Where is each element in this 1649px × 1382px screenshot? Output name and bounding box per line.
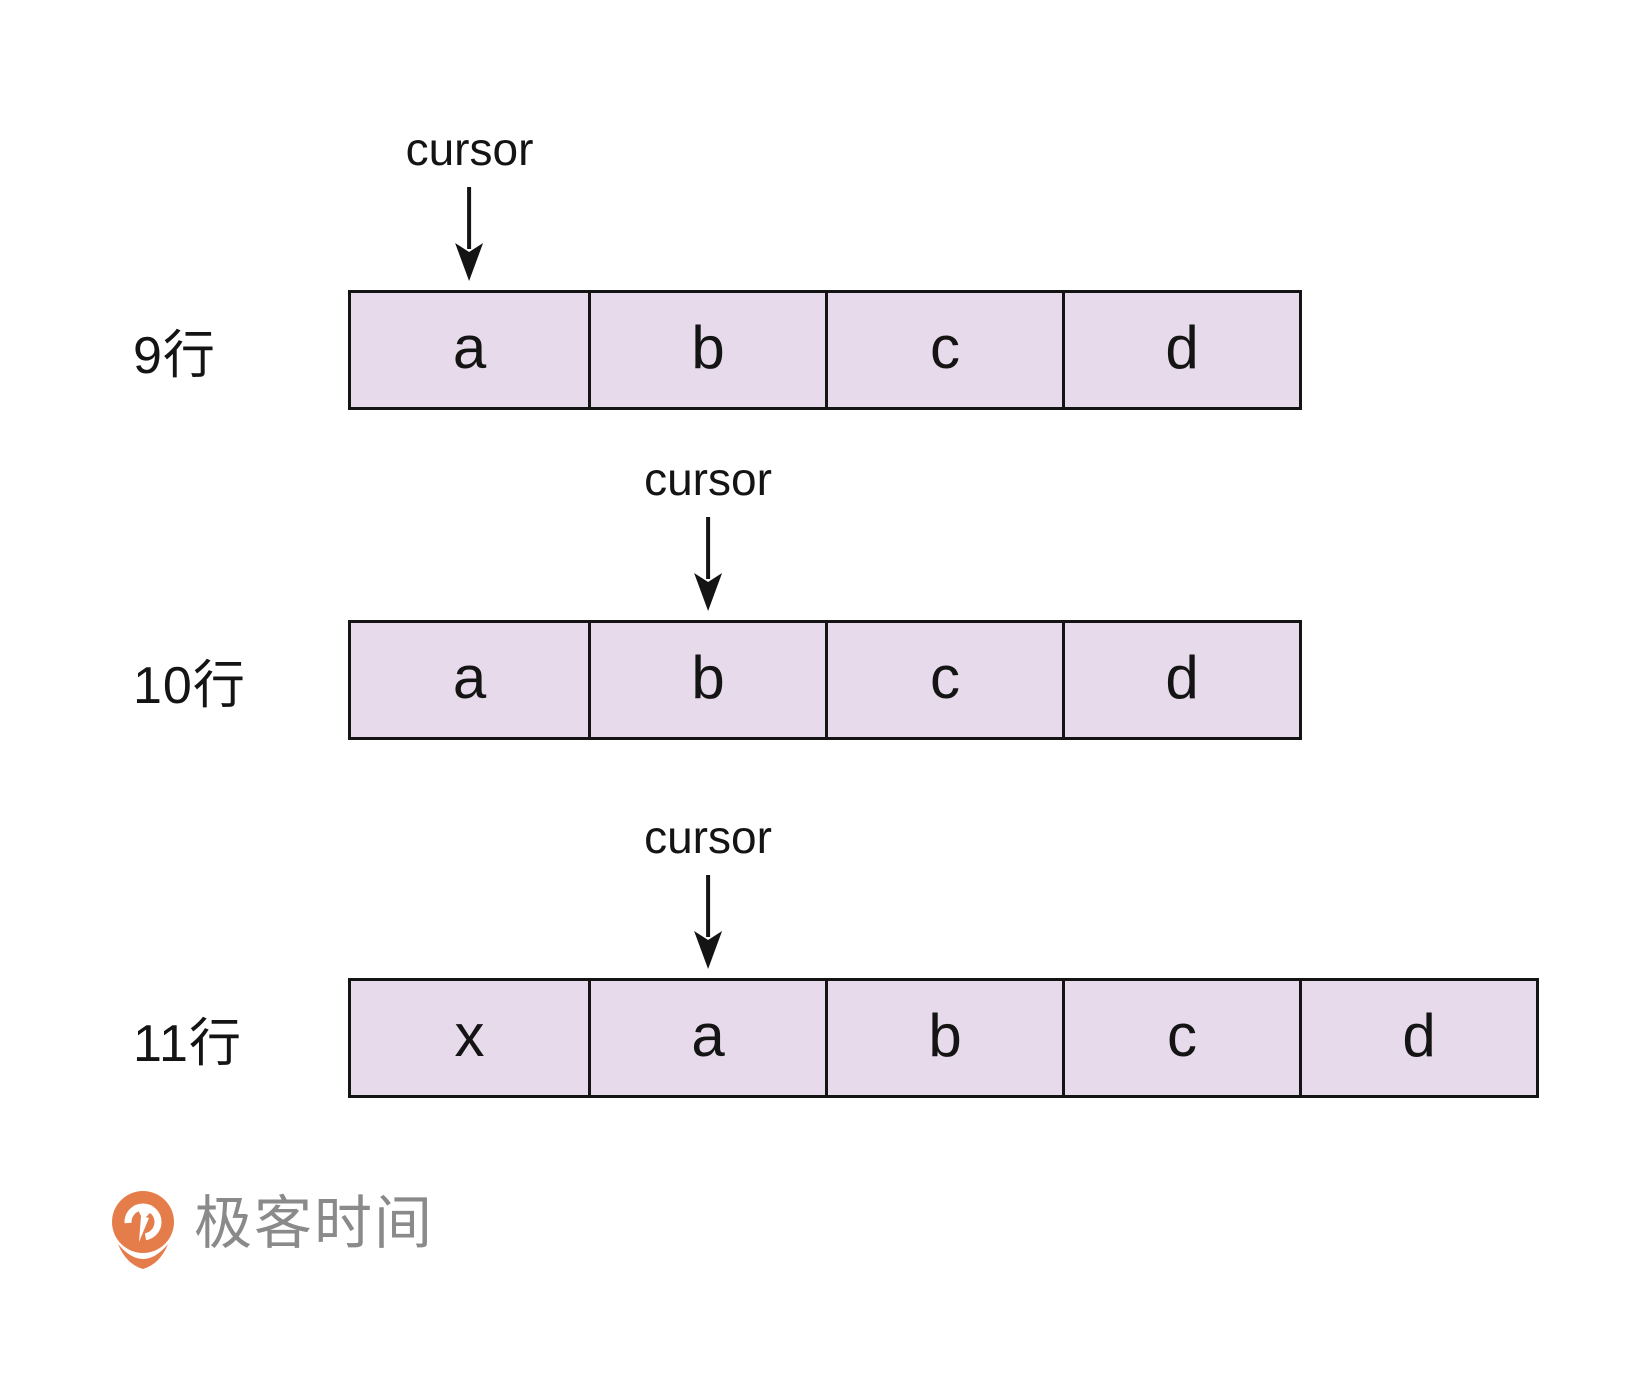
cell-value: b <box>691 314 725 381</box>
array-row: 9行 a cursor b c d <box>0 124 1649 410</box>
cell-value: a <box>452 314 487 381</box>
cell-value: d <box>1402 1002 1436 1069</box>
cell-value: d <box>1165 644 1199 711</box>
cell-value: c <box>930 314 960 381</box>
array-cells: a cursor b c d <box>348 124 1302 410</box>
geektime-logo-text: 极客时间 <box>194 1191 435 1256</box>
array-cell: b cursor <box>588 454 825 737</box>
array-cell: d <box>1062 293 1299 407</box>
cursor-label: cursor <box>644 810 772 863</box>
cell-value: b <box>928 1002 962 1069</box>
geektime-logo-icon <box>112 1191 174 1269</box>
cursor-pointer: cursor <box>644 810 772 969</box>
array-cell: d <box>1062 623 1299 737</box>
cell-value: x <box>454 1002 485 1069</box>
cursor-label: cursor <box>405 122 534 175</box>
row-line-number-label: 9行 <box>133 326 216 385</box>
array-row: 10行 a b cursor c d <box>0 454 1649 740</box>
array-cells: a b cursor c d <box>348 454 1302 740</box>
cell-value: a <box>691 1002 725 1069</box>
array-cells: x a cursor b c d <box>348 812 1539 1098</box>
down-arrow-icon <box>694 517 722 611</box>
row-line-number-label: 11行 <box>133 1014 242 1073</box>
geektime-logo: 极客时间 <box>110 1190 434 1274</box>
array-cell: b <box>588 293 825 407</box>
array-cell: a cursor <box>351 124 588 407</box>
array-cell: d <box>1299 981 1536 1095</box>
cursor-pointer: cursor <box>405 122 534 281</box>
cell-value: d <box>1165 314 1199 381</box>
array-cell: c <box>825 623 1062 737</box>
array-cell: b <box>825 981 1062 1095</box>
array-cell: a <box>351 623 588 737</box>
array-cell: a cursor <box>588 812 825 1095</box>
cursor-label: cursor <box>644 452 772 505</box>
row-line-number-label: 10行 <box>133 656 246 715</box>
array-row: 11行 x a cursor b c d <box>0 812 1649 1098</box>
cell-value: a <box>452 644 487 711</box>
array-cell: c <box>825 293 1062 407</box>
array-cell: c <box>1062 981 1299 1095</box>
cell-value: b <box>691 644 725 711</box>
cell-value: c <box>930 644 960 711</box>
cursor-pointer: cursor <box>644 452 772 611</box>
array-cell: x <box>351 981 588 1095</box>
down-arrow-icon <box>694 875 722 969</box>
cell-value: c <box>1167 1002 1197 1069</box>
down-arrow-icon <box>455 187 484 281</box>
